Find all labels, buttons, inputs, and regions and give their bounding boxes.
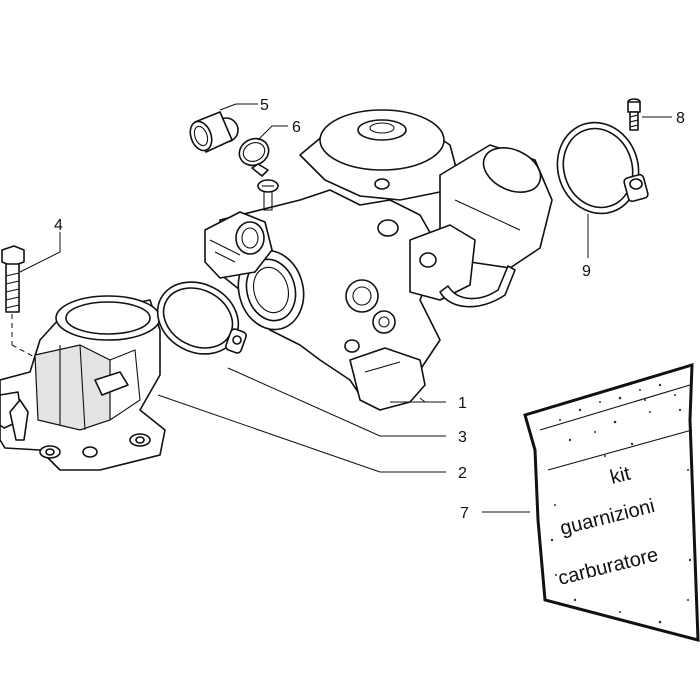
callout-5: 5: [260, 97, 269, 114]
callout-2: 2: [458, 465, 467, 482]
callout-6: 6: [292, 119, 301, 136]
callout-7: 7: [460, 505, 469, 522]
gasket-kit-bag-part-7: kit guarnizioni carburatore: [523, 362, 700, 642]
bolt-part-4: [1, 245, 41, 361]
speckle-texture: [550, 383, 692, 624]
hose-clip-part-6: [238, 137, 270, 177]
spacer-sleeve-part-5: [189, 111, 239, 153]
callout-8: 8: [676, 110, 685, 127]
callout-3: 3: [458, 429, 467, 446]
leader-lines: [19, 103, 672, 513]
callout-4: 4: [54, 217, 63, 234]
callout-numbers: 1 2 3 4 5 6 7 8 9: [54, 97, 685, 522]
intake-manifold-part-2: [0, 295, 166, 471]
screw-part-8: [627, 98, 641, 131]
carburetor-part-1: [204, 109, 553, 411]
callout-1: 1: [458, 395, 467, 412]
large-clamp-part-9: [556, 121, 649, 215]
callout-9: 9: [582, 263, 591, 280]
clamp-ring-part-3: [156, 281, 247, 355]
